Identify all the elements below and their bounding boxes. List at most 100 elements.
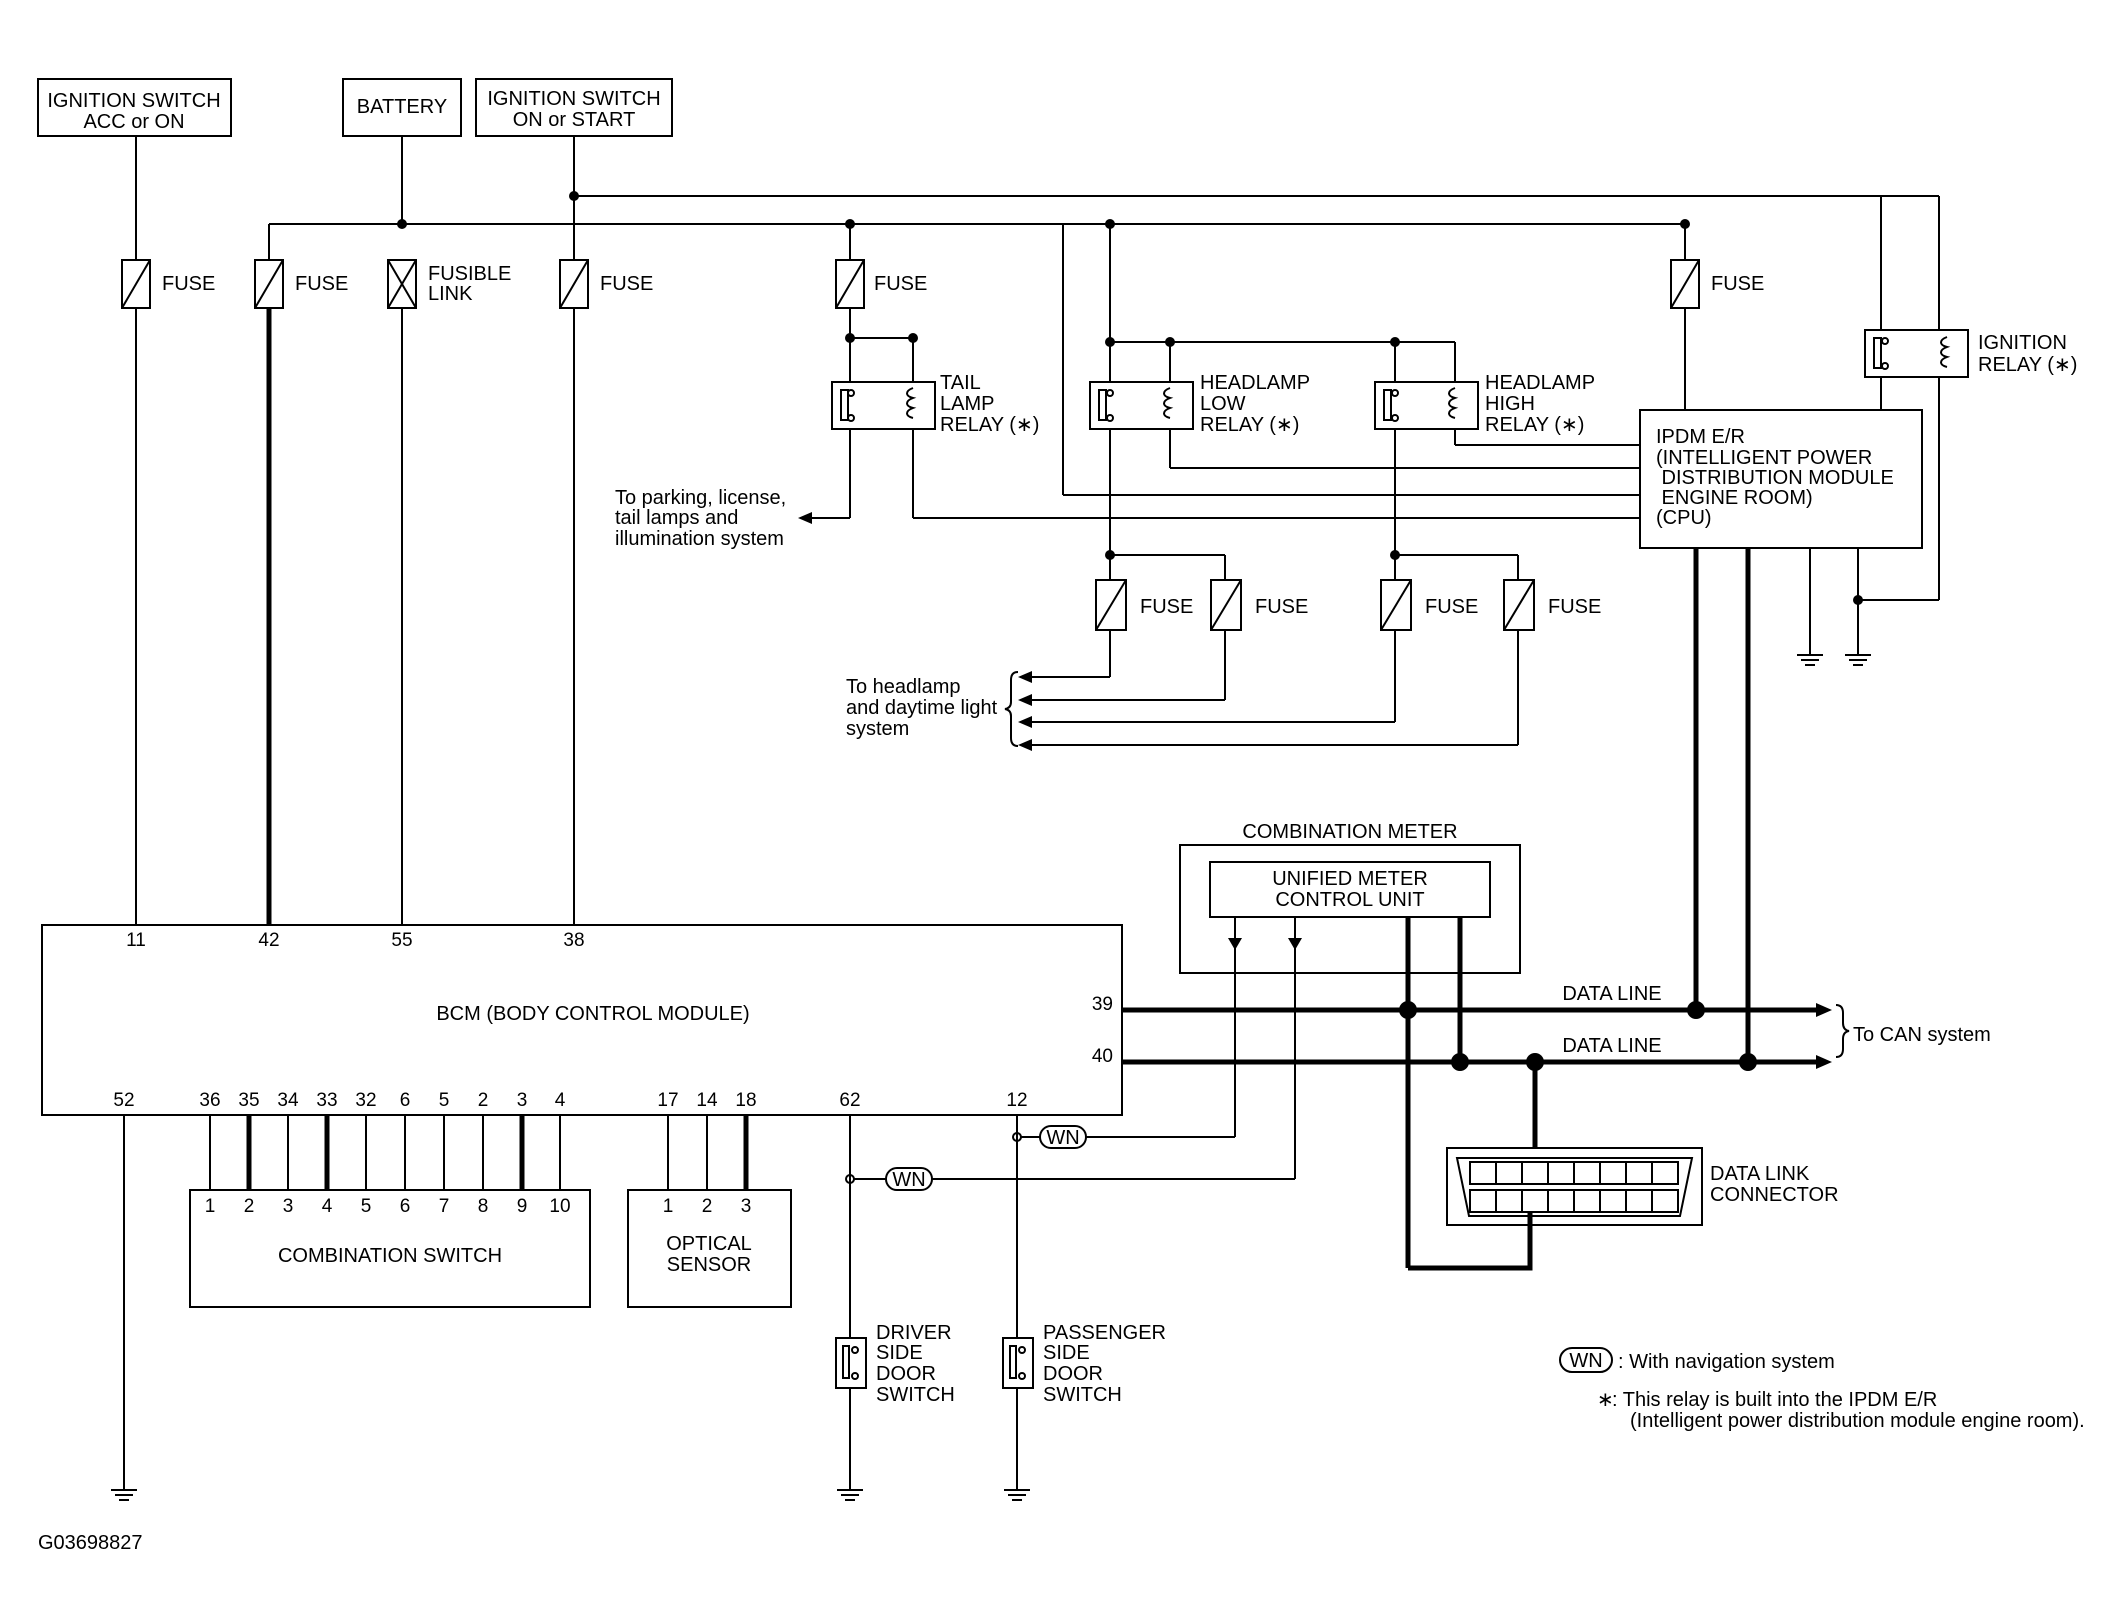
fuse-ign-acc-label: FUSE <box>162 273 215 295</box>
headlamp-high-relay: HEADLAMP HIGH RELAY (∗) <box>1374 342 1640 555</box>
bcm-pin-5: 5 <box>439 1090 450 1111</box>
bcm-pin-2: 2 <box>478 1090 489 1111</box>
optical-sensor-pin-2: 2 <box>702 1196 713 1217</box>
fuse-ipdm-label: FUSE <box>1711 273 1764 295</box>
to-parking-note: To parking, license, tail lamps and illu… <box>615 487 786 550</box>
legend-wn-text: : With navigation system <box>1618 1351 1835 1373</box>
comb-switch-pin-9: 9 <box>517 1196 528 1217</box>
fuse-ign-on-label: FUSE <box>600 273 653 295</box>
to-parking-line3: illumination system <box>615 528 784 550</box>
comb-switch-pin-3: 3 <box>283 1196 294 1217</box>
fuse-hl-3-label: FUSE <box>1425 596 1478 618</box>
driver-door-line4: SWITCH <box>876 1384 955 1406</box>
passenger-door-line2: SIDE <box>1043 1342 1090 1364</box>
combination-meter: COMBINATION METER UNIFIED METER CONTROL … <box>1179 821 1521 1268</box>
power-bus-wires <box>135 136 1940 600</box>
bcm-pin-36: 36 <box>199 1090 220 1111</box>
fuse-ign-acc: FUSE <box>121 259 215 309</box>
combination-switch: 1 2 3 4 5 6 7 8 9 10 COMBINATION SWITCH <box>189 1115 591 1308</box>
comb-switch-pin-8: 8 <box>478 1196 489 1217</box>
tail-lamp-relay-line3: RELAY (∗) <box>940 414 1039 436</box>
bcm-pin-3: 3 <box>517 1090 528 1111</box>
tail-lamp-relay: TAIL LAMP RELAY (∗) <box>798 308 1640 524</box>
combination-switch-label: COMBINATION SWITCH <box>278 1245 502 1267</box>
headlamp-high-relay-line1: HEADLAMP <box>1485 372 1595 394</box>
comb-switch-pin-5: 5 <box>361 1196 372 1217</box>
fuse-tail-lamp-label: FUSE <box>874 273 927 295</box>
figure-id: G03698827 <box>38 1532 143 1554</box>
fuse-tail-lamp: FUSE <box>835 259 927 309</box>
bcm-pin-35: 35 <box>238 1090 259 1111</box>
passenger-door-line4: SWITCH <box>1043 1384 1122 1406</box>
to-headlamp-note: To headlamp and daytime light system <box>846 676 998 740</box>
bcm-pin-32: 32 <box>355 1090 376 1111</box>
tail-lamp-relay-line1: TAIL <box>940 372 981 394</box>
comb-switch-pin-1: 1 <box>205 1196 216 1217</box>
to-headlamp-line2: and daytime light <box>846 697 998 719</box>
to-headlamp-line1: To headlamp <box>846 676 961 698</box>
optical-sensor: 1 2 3 OPTICAL SENSOR <box>627 1115 792 1308</box>
comb-switch-pin-7: 7 <box>439 1196 450 1217</box>
bcm-pin-14: 14 <box>696 1090 718 1111</box>
headlamp-low-relay-line3: RELAY (∗) <box>1200 414 1299 436</box>
combination-meter-label: COMBINATION METER <box>1242 821 1457 843</box>
bcm-pin-6: 6 <box>400 1090 411 1111</box>
dlc-label-line2: CONNECTOR <box>1710 1184 1839 1206</box>
data-link-connector: DATA LINK CONNECTOR <box>1408 1147 1839 1271</box>
bcm-label: BCM (BODY CONTROL MODULE) <box>436 1003 749 1025</box>
optical-sensor-pin-1: 1 <box>663 1196 674 1217</box>
driver-door-switch: WN DRIVER SIDE DOOR SWITCH <box>835 1115 1296 1501</box>
ipdm-line2: (INTELLIGENT POWER <box>1656 447 1872 469</box>
driver-door-line3: DOOR <box>876 1363 936 1385</box>
ipdm-er-module: IPDM E/R (INTELLIGENT POWER DISTRIBUTION… <box>1639 308 1939 666</box>
data-line-label-1: DATA LINE <box>1562 983 1661 1005</box>
bcm-supply-wires <box>135 308 575 925</box>
tail-lamp-relay-line2: LAMP <box>940 393 994 415</box>
bcm-pin-33: 33 <box>316 1090 337 1111</box>
comb-switch-pin-10: 10 <box>549 1196 570 1217</box>
bcm-pin-39: 39 <box>1092 994 1113 1015</box>
fuse-hl-1-label: FUSE <box>1140 596 1193 618</box>
headlamp-high-relay-line2: HIGH <box>1485 393 1535 415</box>
comb-switch-pin-4: 4 <box>322 1196 333 1217</box>
source-battery: BATTERY <box>342 78 462 137</box>
driver-door-line1: DRIVER <box>876 1322 952 1344</box>
headlamp-low-relay: HEADLAMP LOW RELAY (∗) <box>1062 224 1640 555</box>
fuse-battery-label: FUSE <box>295 273 348 295</box>
ipdm-line5: (CPU) <box>1656 507 1712 529</box>
passenger-door-switch: WN PASSENGER SIDE DOOR SWITCH <box>1002 1115 1235 1501</box>
can-data-lines: DATA LINE DATA LINE To CAN system <box>1122 548 1991 1148</box>
fuse-battery: FUSE <box>254 259 348 309</box>
wn-badge-passenger: WN <box>1046 1127 1079 1149</box>
legend: WN : With navigation system ∗ : This rel… <box>1559 1347 2085 1432</box>
headlamp-low-relay-line1: HEADLAMP <box>1200 372 1310 394</box>
data-line-label-2: DATA LINE <box>1562 1035 1661 1057</box>
legend-star: ∗ <box>1597 1389 1614 1411</box>
bcm-pin-11: 11 <box>126 930 146 951</box>
bcm-pin-17: 17 <box>657 1090 678 1111</box>
fusible-link: FUSIBLE LINK <box>387 259 511 309</box>
bcm-pin-52: 52 <box>113 1090 134 1111</box>
wn-badge-driver: WN <box>892 1169 925 1191</box>
bcm-module: BCM (BODY CONTROL MODULE) 11 42 55 38 39… <box>41 924 1123 1116</box>
fuse-ign-on: FUSE <box>559 259 653 309</box>
bus-junctions <box>397 191 1690 229</box>
bcm-pin-42: 42 <box>258 930 279 951</box>
fusible-link-line1: FUSIBLE <box>428 263 511 285</box>
passenger-door-line1: PASSENGER <box>1043 1322 1166 1344</box>
ipdm-line1: IPDM E/R <box>1656 426 1745 448</box>
source-ignition-on: IGNITION SWITCH ON or START <box>475 78 673 137</box>
bcm-ground <box>111 1115 137 1501</box>
bcm-pin-62: 62 <box>839 1090 860 1111</box>
dlc-pin-grid <box>1469 1161 1679 1213</box>
ipdm-line3: DISTRIBUTION MODULE <box>1656 467 1894 489</box>
bcm-pin-38: 38 <box>563 930 584 951</box>
source-ignition-acc-line2: ACC or ON <box>83 111 184 133</box>
source-battery-label: BATTERY <box>357 96 447 118</box>
fuse-hl-2-label: FUSE <box>1255 596 1308 618</box>
ignition-relay-line2: RELAY (∗) <box>1978 354 2077 376</box>
ipdm-line4: ENGINE ROOM) <box>1656 487 1813 509</box>
bcm-pin-4: 4 <box>555 1090 566 1111</box>
unified-meter-line2: CONTROL UNIT <box>1275 889 1424 911</box>
